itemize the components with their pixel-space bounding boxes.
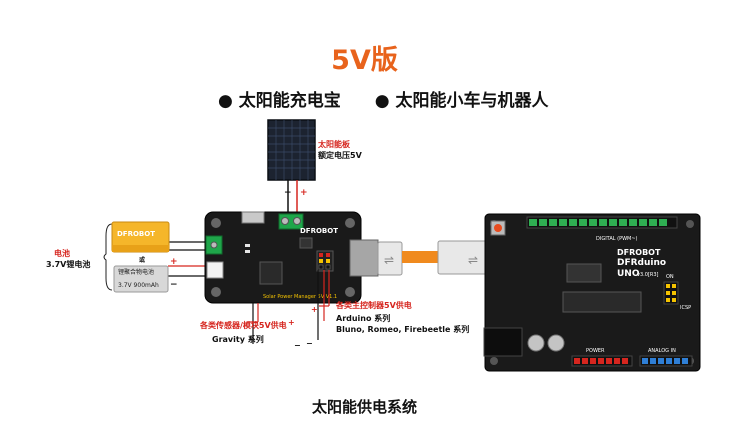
diagram-caption: 太阳能供电系统 bbox=[311, 398, 417, 416]
board-brand: DFROBOT bbox=[300, 227, 338, 235]
svg-text:+: + bbox=[170, 257, 178, 267]
panel-minus-sign: − bbox=[284, 188, 292, 198]
svg-text:+: + bbox=[311, 305, 318, 314]
solar-panel-voltage: 额定电压5V bbox=[318, 151, 362, 160]
svg-text:−: − bbox=[170, 280, 178, 290]
output-leads: + − + − bbox=[248, 270, 330, 350]
usb-a-plug: ⇌ bbox=[349, 239, 403, 277]
application-bullets: ● 太阳能充电宝 ● 太阳能小车与机器人 bbox=[218, 86, 576, 111]
arduino-brand1: DFROBOT bbox=[617, 248, 661, 257]
panel-plus-sign: + bbox=[300, 188, 308, 198]
sensor-output-sub: Gravity 系列 bbox=[212, 335, 264, 344]
arduino-on-label: ON bbox=[666, 274, 674, 280]
svg-text:−: − bbox=[294, 341, 301, 350]
bullet-item: ● 太阳能小车与机器人 bbox=[374, 91, 549, 111]
arduino-version: v3.0[R3] bbox=[637, 272, 659, 278]
bullet-text-robot: 太阳能小车与机器人 bbox=[395, 91, 549, 111]
arduino-power-label: POWER bbox=[586, 348, 605, 354]
battery-or-text: 或 bbox=[139, 257, 146, 264]
usb-cable bbox=[402, 251, 438, 263]
svg-text:⇌: ⇌ bbox=[384, 253, 394, 267]
solar-power-manager-board: DFROBOT Solar Power Manager 5V V1.1 bbox=[204, 211, 362, 304]
bullet-text-power-bank: 太阳能充电宝 bbox=[238, 91, 341, 111]
controller-output-line2: Bluno, Romeo, Firebeetle 系列 bbox=[336, 325, 470, 334]
battery-label-sub: 3.7V锂电池 bbox=[46, 260, 91, 269]
svg-text:−: − bbox=[306, 339, 313, 348]
svg-text:⇌: ⇌ bbox=[468, 253, 478, 267]
battery-alt-spec: 3.7V 900mAh bbox=[118, 282, 159, 289]
board-name: Solar Power Manager 5V V1.1 bbox=[263, 294, 337, 300]
sensor-output-title: 各类传感器/模块5V供电 bbox=[200, 321, 287, 330]
arduino-model: UNO bbox=[617, 269, 640, 279]
arduino-icsp-label: ICSP bbox=[680, 305, 691, 311]
arduino-uno-board: DIGITAL (PWM~) DFROBOT DFRduino UNO v3.0… bbox=[483, 213, 701, 372]
solar-panel-name: 太阳能板 bbox=[318, 140, 350, 149]
arduino-digital-label: DIGITAL (PWM~) bbox=[596, 236, 638, 242]
solar-panel: − + bbox=[267, 119, 316, 216]
battery-label-title: 电池 bbox=[54, 249, 70, 258]
controller-output-title: 各类主控制器5V供电 bbox=[336, 301, 412, 310]
svg-text:+: + bbox=[288, 318, 295, 327]
arduino-analog-label: ANALOG IN bbox=[648, 348, 676, 354]
page-title: 5V版 bbox=[331, 45, 398, 76]
polymer-battery bbox=[113, 265, 169, 293]
bullet-item: ● 太阳能充电宝 bbox=[218, 91, 341, 111]
controller-output-line1: Arduino 系列 bbox=[336, 314, 391, 323]
battery-brand: DFROBOT bbox=[117, 230, 155, 238]
arduino-brand2: DFRduino bbox=[617, 258, 666, 268]
battery-alt-name: 锂聚合物电池 bbox=[118, 269, 155, 276]
lipo-battery bbox=[111, 221, 170, 253]
